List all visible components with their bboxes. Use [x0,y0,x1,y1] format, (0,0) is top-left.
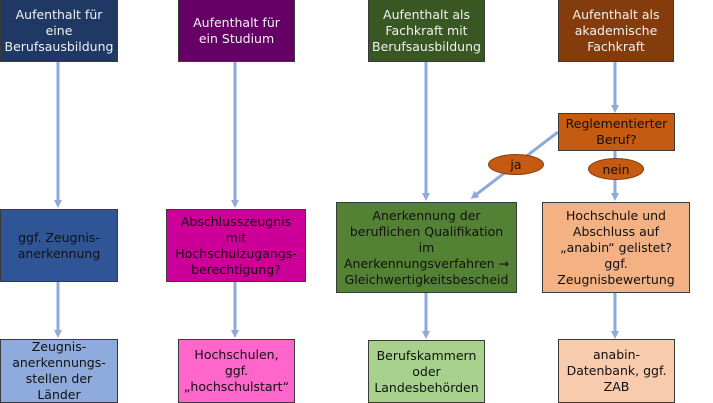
yes-label: ja [488,154,544,175]
col3-top-box: Aufenthalt als Fachkraft mit Berufsausbi… [368,0,485,62]
col2-mid-box: Abschlusszeugnis mit Hochschulzugangs- b… [166,209,306,282]
col4-mid-box: Hochschule und Abschluss auf „anabin“ ge… [542,202,690,293]
col2-bottom-box: Hochschulen, ggf. „hochschulstart“ [178,339,295,403]
col4-bottom-box: anabin- Datenbank, ggf. ZAB [558,339,675,403]
col2-top-box: Aufenthalt für ein Studium [178,0,295,62]
col1-top-box: Aufenthalt für eine Berufsausbildung [0,0,118,62]
col1-mid-box: ggf. Zeugnis- anerkennung [0,209,118,282]
decision-box: Reglementierter Beruf? [558,113,675,151]
col3-mid-box: Anerkennung der beruflichen Qualifikatio… [336,202,517,293]
col1-bottom-box: Zeugnis- anerkennungs- stellen der Lände… [0,339,118,403]
no-label: nein [588,158,644,180]
col4-top-box: Aufenthalt als akademische Fachkraft [558,0,674,62]
col3-bottom-box: Berufskammern oder Landesbehörden [368,340,485,403]
